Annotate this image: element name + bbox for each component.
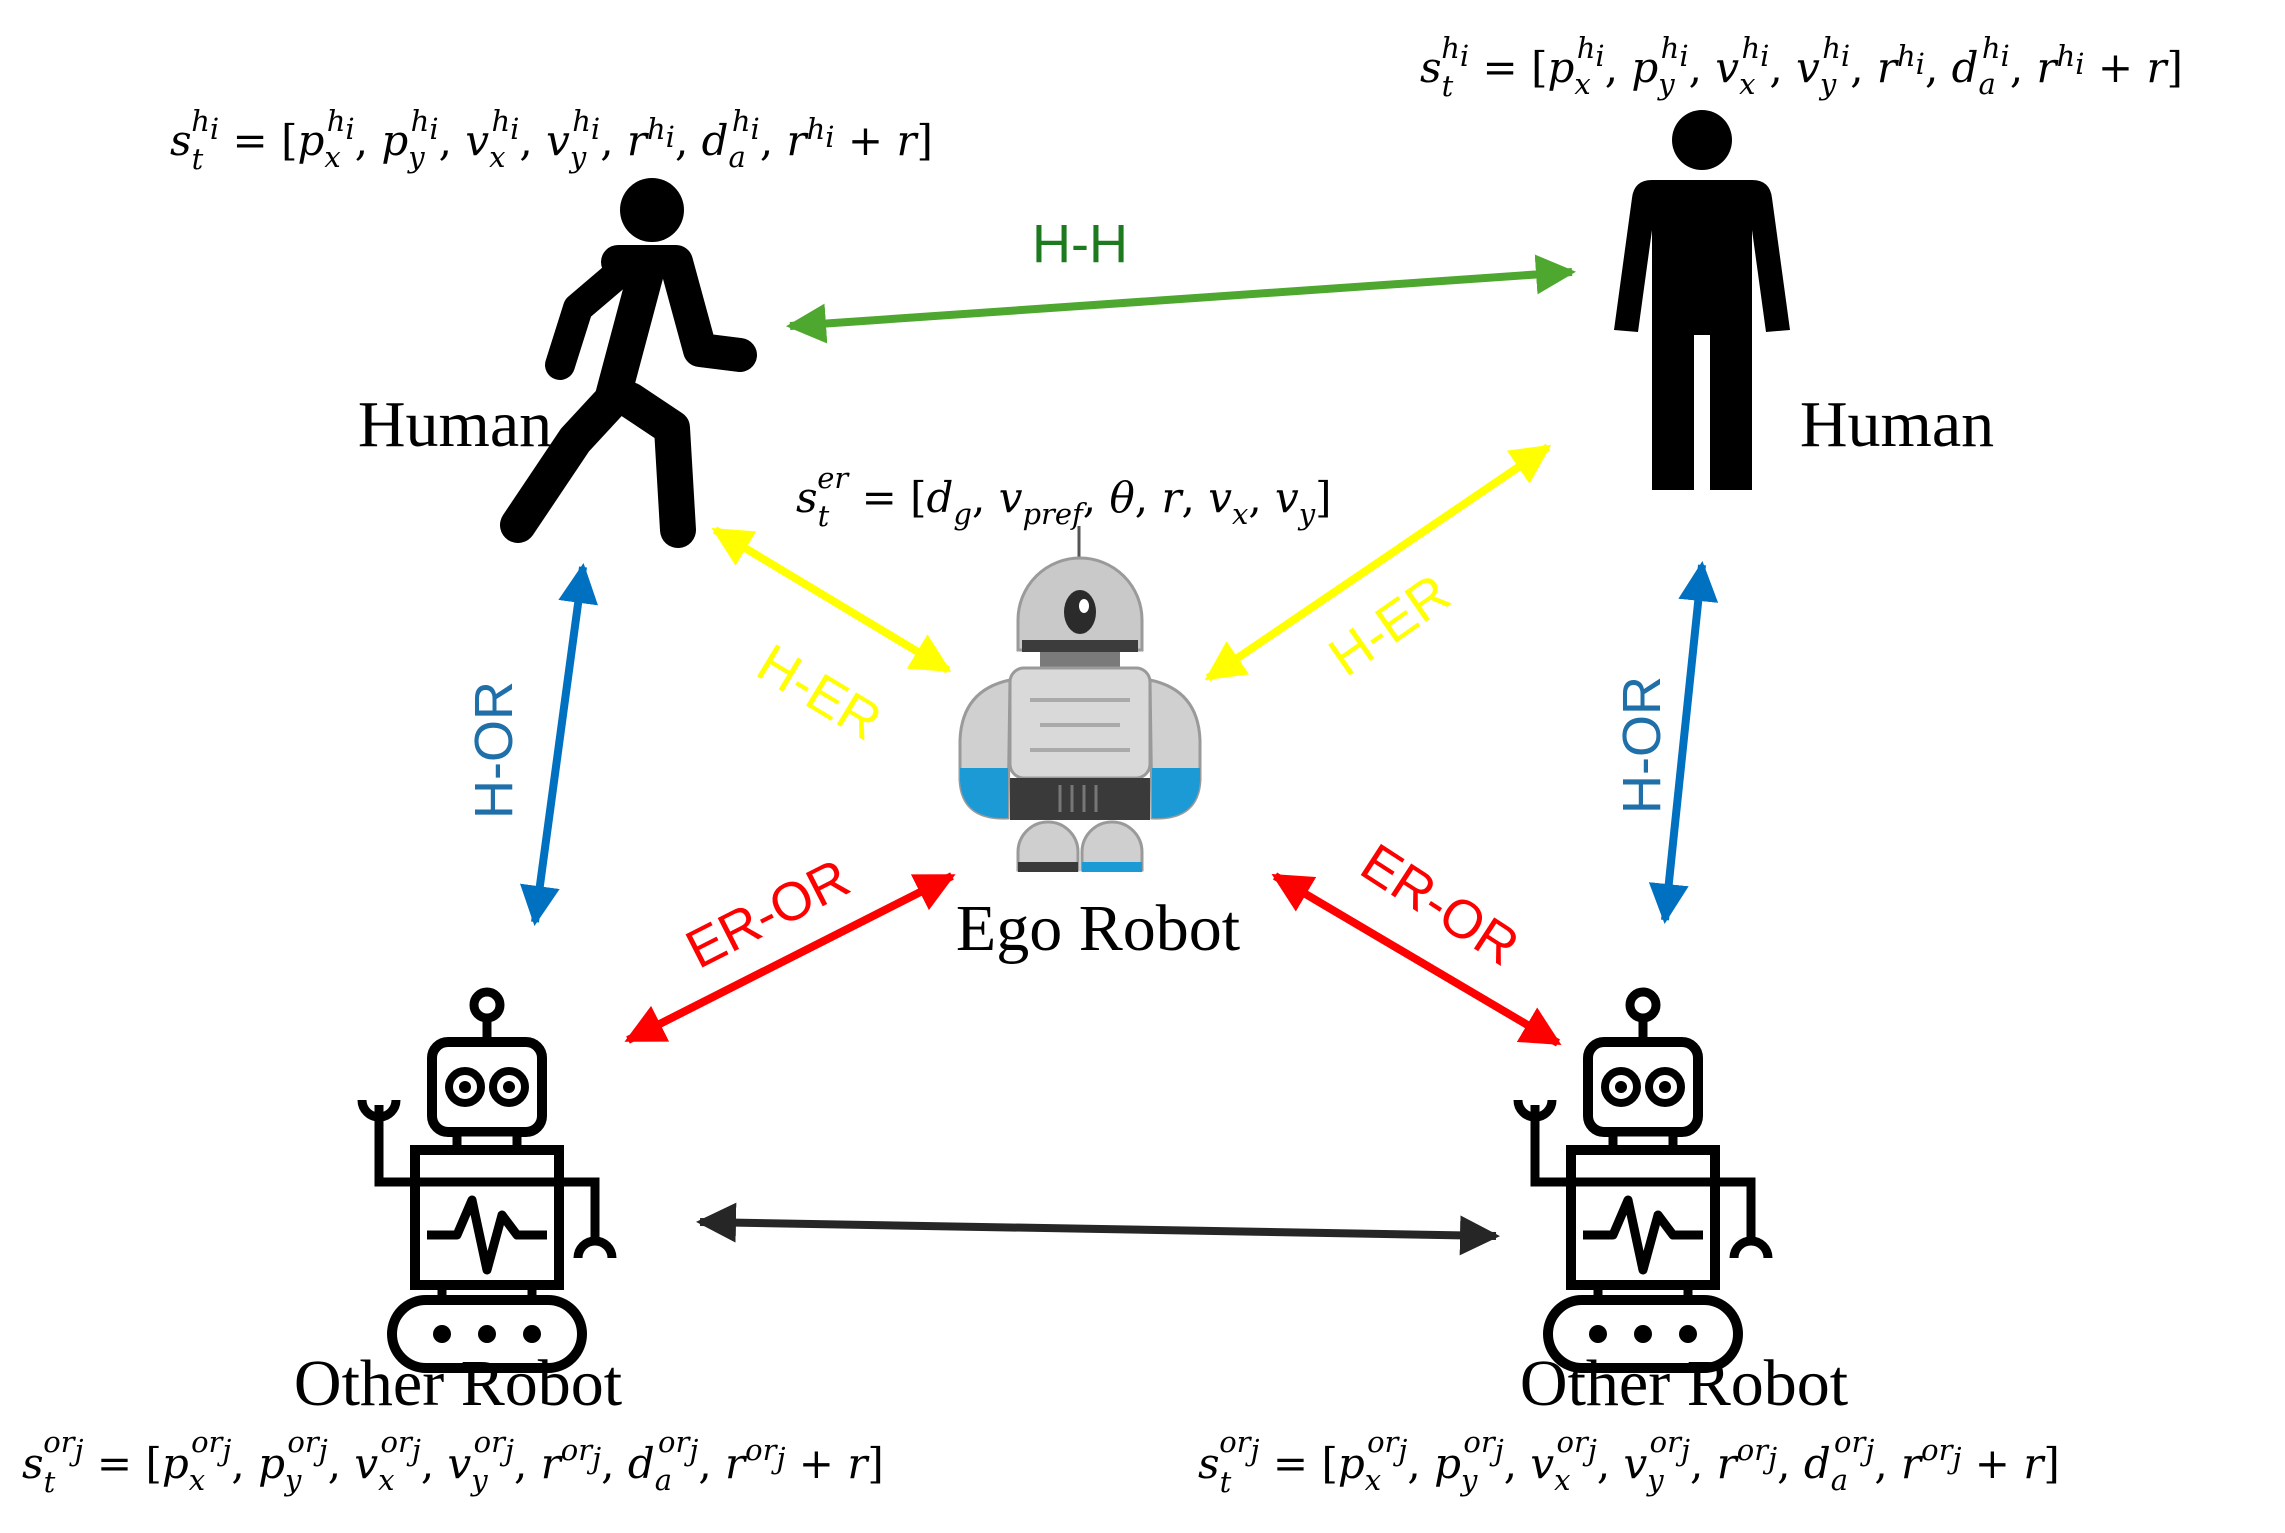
arrow-or-or xyxy=(696,1202,1500,1256)
edge-h-h: H-H xyxy=(786,214,1576,344)
arrow-er-or-right xyxy=(1271,872,1562,1047)
formula-ego-robot: ster = [dg, vpref, θ, r, vx, vy] xyxy=(796,461,1332,533)
arrow-h-or-right xyxy=(1648,561,1719,924)
edge-label-h-h: H-H xyxy=(1032,214,1128,274)
other-robot-state-formula-right: storj = [pxorj, pyorj, vxorj, vyorj, ror… xyxy=(1198,1425,2060,1499)
formula-human-right: sthi = [pxhi, pyhi, vxhi, vyhi, rhi, dah… xyxy=(1420,31,2183,103)
edge-label-er-or-right: ER-OR xyxy=(1351,832,1530,977)
edge-label-h-er-left: H-ER xyxy=(747,633,891,752)
arrow-h-or-left xyxy=(520,563,598,926)
arrow-h-h xyxy=(786,254,1576,344)
node-label-ego-robot: Ego Robot xyxy=(956,892,1240,965)
formula-other-robot-right: storj = [pxorj, pyorj, vxorj, vyorj, ror… xyxy=(1198,1425,2060,1499)
edge-label-h-or-right: H-OR xyxy=(1612,676,1672,814)
edge-h-or-right: H-OR xyxy=(1612,561,1719,924)
node-ego-robot: Ego Robot xyxy=(956,526,1240,965)
node-label-other-robot-left: Other Robot xyxy=(294,1347,622,1420)
arrow-h-er-right xyxy=(1204,443,1552,682)
human-state-formula-left: sthi = [pxhi, pyhi, vxhi, vyhi, rhi, dah… xyxy=(170,104,933,176)
node-human-left: Human xyxy=(358,178,757,548)
arrow-h-er-left xyxy=(711,526,952,674)
node-label-human-left: Human xyxy=(358,388,552,461)
ego-state-formula: ster = [dg, vpref, θ, r, vx, vy] xyxy=(796,461,1332,533)
formula-human-left: sthi = [pxhi, pyhi, vxhi, vyhi, rhi, dah… xyxy=(170,104,933,176)
edge-h-er-left: H-ER xyxy=(711,526,952,752)
node-other-robot-right: Other Robot xyxy=(1518,992,1848,1420)
node-label-other-robot-right: Other Robot xyxy=(1520,1347,1848,1420)
node-human-right: Human xyxy=(1614,110,1994,490)
edge-label-er-or-left: ER-OR xyxy=(677,848,859,980)
walking-person-icon xyxy=(500,178,757,548)
node-label-human-right: Human xyxy=(1800,388,1994,461)
standing-person-icon xyxy=(1614,110,1790,490)
other-robot-state-formula-left: storj = [pxorj, pyorj, vxorj, vyorj, ror… xyxy=(22,1425,884,1499)
tracked-robot-icon xyxy=(1518,992,1768,1368)
arrow-er-or-left xyxy=(624,872,956,1044)
humanoid-robot-icon xyxy=(958,556,1202,872)
edge-label-h-or-left: H-OR xyxy=(464,681,524,819)
edge-er-or-right: ER-OR xyxy=(1271,832,1562,1047)
tracked-robot-icon xyxy=(362,992,612,1368)
edge-h-or-left: H-OR xyxy=(464,563,598,926)
edge-or-or xyxy=(696,1202,1500,1256)
human-state-formula-right: sthi = [pxhi, pyhi, vxhi, vyhi, rhi, dah… xyxy=(1420,31,2183,103)
node-other-robot-left: Other Robot xyxy=(294,992,622,1420)
edge-label-h-er-right: H-ER xyxy=(1318,563,1461,688)
formula-other-robot-left: storj = [pxorj, pyorj, vxorj, vyorj, ror… xyxy=(22,1425,884,1499)
edge-er-or-left: ER-OR xyxy=(624,848,956,1044)
